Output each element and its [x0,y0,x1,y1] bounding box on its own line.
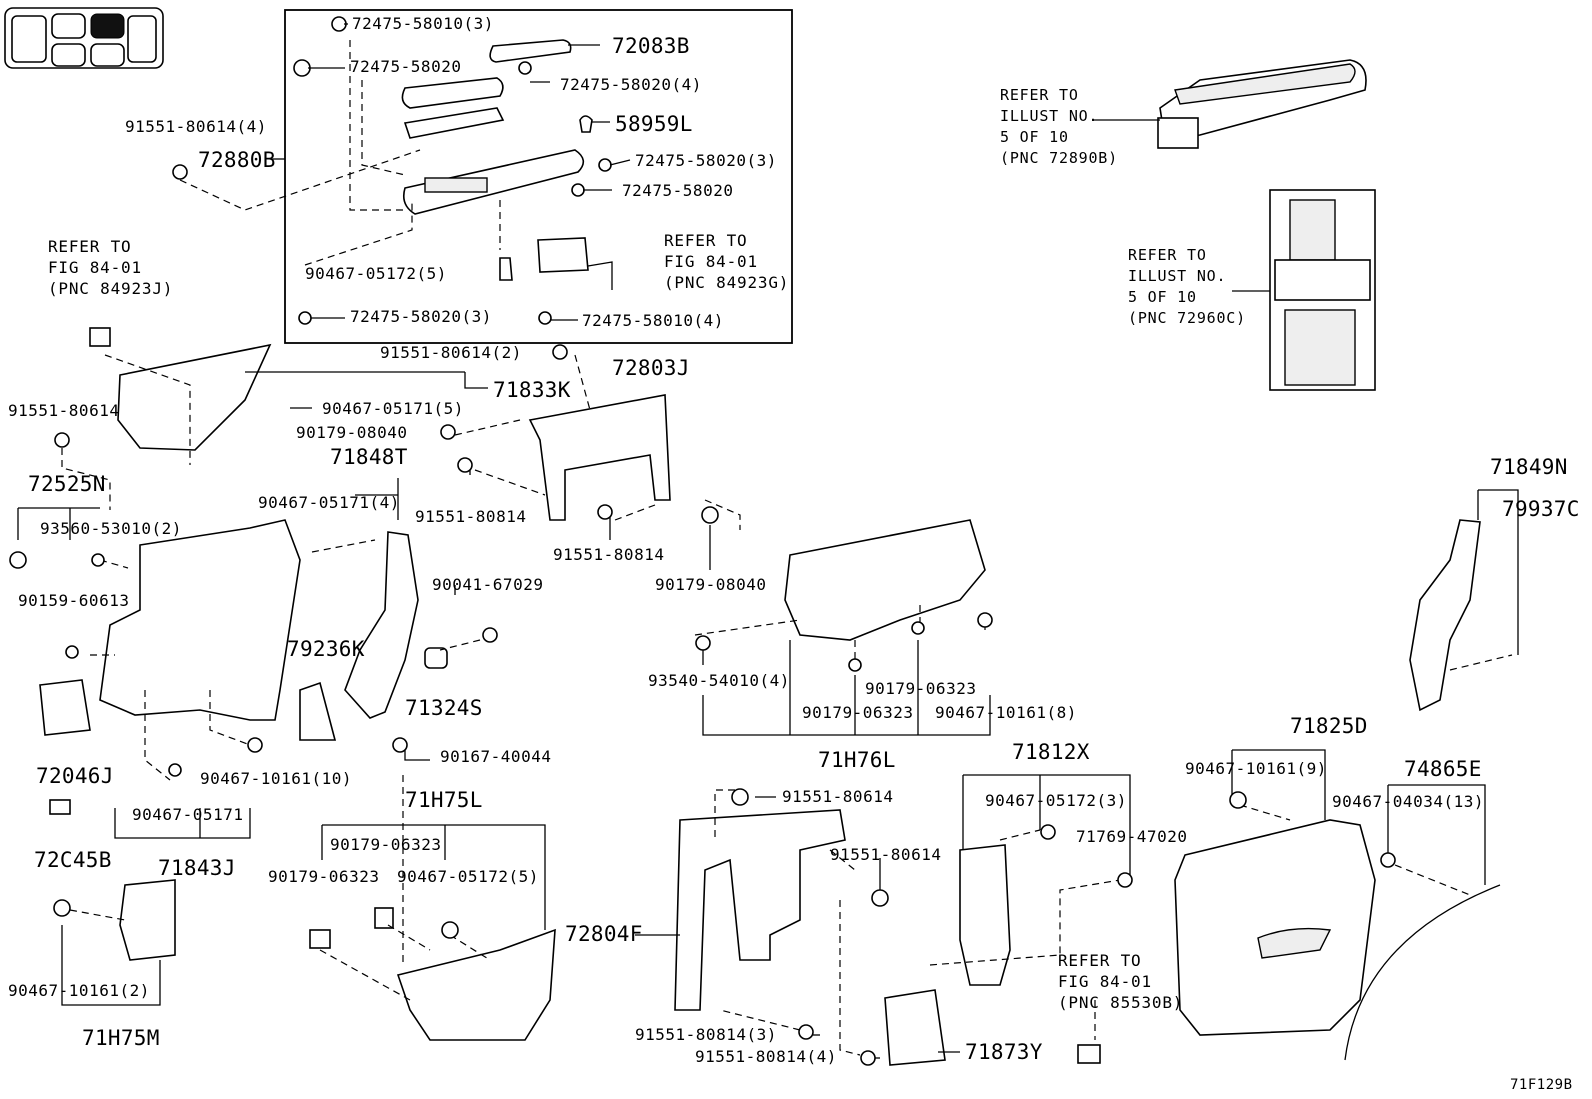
refer-note-85530b: REFER TO FIG 84-01 (PNC 85530B) [1058,951,1184,1012]
part-label: 91551-80614(4) [125,117,267,136]
part-label: 71843J [158,856,236,880]
part-label: 71769-47020 [1076,827,1188,846]
armrest-assembly-refer [1157,59,1367,149]
part-label: 72475-58020(4) [560,75,702,94]
part-label: 90167-40044 [440,747,552,766]
part-label: 91551-80614(2) [380,343,522,362]
door-panel-71825d [1174,819,1376,1036]
part-label: 90467-10161(9) [1185,759,1327,778]
part-label: 90179-06323 [330,835,442,854]
panel-71843j [99,519,301,721]
part-label: 91551-80814 [553,545,665,564]
refer-note-84923j: REFER TO FIG 84-01 (PNC 84923J) [48,237,174,298]
part-label: 79937C [1502,497,1580,521]
part-label: 71H76L [818,748,896,772]
part-label: 90467-10161(2) [8,981,150,1000]
part-label: 71H75M [82,1026,160,1050]
part-label: 72880B [198,148,276,172]
part-label: 90467-05172(5) [305,264,447,283]
part-label: 72525N [28,472,106,496]
part-label: 90467-05171(4) [258,493,400,512]
part-label: 90467-05172(3) [985,791,1127,810]
part-label: 91551-80614 [830,845,942,864]
leader-lines [17,23,1519,1059]
part-label: 72475-58010(4) [582,311,724,330]
part-label: 90467-10161(8) [935,703,1077,722]
frame-72804f [674,809,846,1011]
part-label: 90179-06323 [268,867,380,886]
part-label: 71812X [1012,740,1090,764]
panel-71h75l [396,928,556,1041]
part-label: 90041-67029 [432,575,544,594]
part-label: 93560-53010(2) [40,519,182,538]
part-label: 90467-04034(13) [1332,792,1484,811]
part-label: 71848T [330,445,408,469]
part-label: 91551-80814(4) [695,1047,837,1066]
part-label: 72046J [36,764,114,788]
part-label: 93540-54010(4) [648,671,790,690]
part-label: 90159-60613 [18,591,130,610]
trim-71849n [1409,519,1481,712]
part-label: 90179-08040 [655,575,767,594]
part-label: 71833K [493,378,571,402]
part-label: 90467-10161(10) [200,769,352,788]
part-label: 72803J [612,356,690,380]
part-label: 58959L [615,112,693,136]
part-label: 71324S [405,696,483,720]
part-label: 71873Y [965,1040,1043,1064]
fasteners [9,164,1396,1066]
duct-71812x [959,844,1011,986]
part-label: 90179-08040 [296,423,408,442]
part-label: 72804F [565,922,643,946]
part-label: 72475-58020 [622,181,734,200]
part-label: 91551-80814 [415,507,527,526]
bracket-72803j [528,394,671,521]
part-label: 72C45B [34,848,112,872]
part-label: 79236K [287,637,365,661]
trim-71848t [344,531,419,719]
refer-note-84923g: REFER TO FIG 84-01 (PNC 84923G) [664,231,790,292]
dashed-lines [61,40,1513,1056]
part-label: 74865E [1404,757,1482,781]
part-label: 72475-58020(3) [350,307,492,326]
refer-note-72960c: REFER TO ILLUST NO. 5 OF 10 (PNC 72960C) [1128,246,1246,327]
panel-71833k [117,343,272,451]
part-label: 72475-58020 [350,57,462,76]
panel-71h76l [784,519,986,641]
part-label: 72475-58020(3) [635,151,777,170]
seat-frame-refer [1269,189,1376,391]
diagram-code: 71F129B [1510,1077,1573,1093]
part-label: 90467-05171(5) [322,399,464,418]
part-label: 72475-58010(3) [352,14,494,33]
vehicle-locator-icon [4,7,164,69]
part-label: 71849N [1490,455,1568,479]
part-label: 91551-80614 [8,401,120,420]
part-label: 90467-05171 [132,805,244,824]
part-label: 72083B [612,34,690,58]
part-label: 71H75L [405,788,483,812]
part-label: 91551-80614 [782,787,894,806]
armrest-parts [293,16,612,325]
refer-note-72890b: REFER TO ILLUST NO. 5 OF 10 (PNC 72890B) [1000,86,1118,167]
part-label: 91551-80814(3) [635,1025,777,1044]
part-label: 90179-06323 [865,679,977,698]
part-label: 90179-06323 [802,703,914,722]
part-label: 71825D [1290,714,1368,738]
part-label: 90467-05172(5) [397,867,539,886]
armrest-group-box [284,9,793,344]
